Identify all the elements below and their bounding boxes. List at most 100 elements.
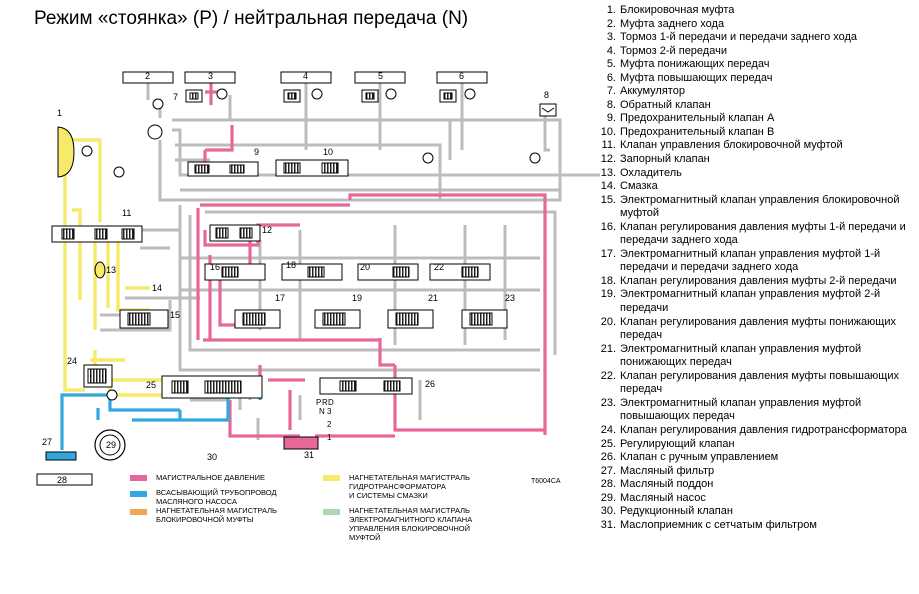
selector-position: 2: [327, 420, 332, 429]
legend-item-number: 7.: [606, 85, 616, 98]
legend-item: 16.Клапан регулирования давления муфты 1…: [598, 221, 916, 248]
diagram-number-18: 18: [286, 260, 296, 270]
reverse-clutch-box: [122, 71, 174, 84]
legend-item: 12.Запорный клапан: [598, 153, 916, 167]
legend-item: 13. Охладитель: [598, 167, 916, 181]
accumulator: [185, 89, 203, 103]
legend-item: 5.Муфта понижающих передач: [598, 58, 916, 72]
legend-item-number: 22.: [600, 369, 616, 382]
legend-item-text: Электромагнитный клапан управления блоки…: [620, 193, 900, 220]
legend-item: 20.Клапан регулирования давления муфты п…: [598, 316, 916, 343]
diagram-number-11: 11: [122, 208, 131, 218]
legend-item-number: 14.: [600, 180, 616, 193]
legend-item-number: 11.: [601, 139, 616, 152]
legend-item: 21.Электромагнитный клапан управления му…: [598, 343, 916, 370]
legend-item-number: 9.: [606, 112, 616, 125]
legend-item-number: 10.: [600, 125, 616, 138]
legend-item: 6.Муфта повышающих передач: [598, 72, 916, 86]
diagram-number-10: 10: [323, 147, 333, 157]
legend-item-number: 1.: [606, 4, 616, 16]
diagram-number-16: 16: [210, 262, 220, 272]
cooler-shape: [94, 261, 106, 279]
legend-item-number: 6.: [606, 71, 616, 84]
legend-item-number: 26.: [600, 451, 616, 464]
selector-position: 1: [327, 433, 332, 442]
legend-item-text: Предохранительный клапан B: [620, 125, 775, 138]
legend-item-text: Маслоприемник с сетчатым фильтром: [620, 518, 817, 531]
diagram-number-4: 4: [303, 71, 308, 81]
spool-valves: [45, 159, 508, 461]
clutch-boxes: [36, 71, 488, 486]
low-reverse-brake-box: [184, 71, 236, 84]
legend-item: 1.Блокировочная муфта: [598, 4, 916, 18]
legend-item-text: Клапан с ручным управлением: [620, 451, 779, 464]
legend-item-number: 18.: [600, 274, 616, 287]
legend-item-text: Электромагнитный клапан управления муфто…: [620, 396, 862, 423]
diagram-number-19: 19: [352, 293, 362, 303]
legend-item: 24. Клапан регулирования давления гидротр…: [598, 424, 916, 438]
key-converter: НАГНЕТАТЕЛЬНАЯ МАГИСТРАЛЬ ГИДРОТРАНСФОРМ…: [349, 473, 470, 500]
diagram-number-20: 20: [360, 262, 370, 272]
legend-item: 28. Масляный поддон: [598, 478, 916, 492]
lockup-clutch-shape: [57, 126, 75, 178]
accumulators: [185, 89, 457, 103]
orifice-circles: [81, 88, 541, 401]
legend-item-text: Охладитель: [620, 166, 682, 179]
second-brake-box: [280, 71, 332, 84]
legend-item-number: 5.: [606, 58, 616, 71]
diagram-number-25: 25: [146, 380, 156, 390]
key-lockup: НАГНЕТАТЕЛЬНАЯ МАГИСТРАЛЬ БЛОКИРОВОЧНОЙ …: [156, 506, 277, 524]
legend-item-text: Запорный клапан: [620, 153, 710, 166]
legend-item-text: Масляный насос: [620, 491, 706, 504]
oil-pump: [94, 429, 126, 461]
legend-item-number: 13.: [600, 166, 616, 179]
legend-item: 22. Клапан регулирования давления муфты п…: [598, 370, 916, 397]
figure-code: T6004CA: [531, 478, 561, 485]
selector-position: D: [328, 398, 334, 407]
legend-item-number: 29.: [600, 491, 616, 504]
legend-item-text: Клапан управления блокировочной муфтой: [620, 139, 843, 152]
diagram-number-22: 22: [434, 262, 444, 272]
legend-item-text: Предохранительный клапан A: [620, 112, 775, 125]
diagram-number-29: 29: [106, 440, 116, 450]
overdrive-clutch-box: [436, 71, 488, 84]
diagram-number-7: 7: [173, 92, 178, 102]
legend-item: 26. Клапан с ручным управлением: [598, 451, 916, 465]
diagram-number-14: 14: [152, 283, 162, 293]
legend-item-text: Масляный поддон: [620, 478, 714, 491]
legend-item-number: 4.: [606, 44, 616, 57]
page-title: Режим «стоянка» (P) / нейтральная переда…: [34, 8, 469, 29]
legend-item-text: Обратный клапан: [620, 98, 711, 111]
check-valve: [539, 103, 557, 117]
diagram-number-8: 8: [544, 90, 549, 100]
swatch-main-pressure: [130, 475, 147, 481]
legend-item-text: Клапан регулирования давления гидротранс…: [620, 423, 907, 436]
legend-item: 25.Регулирующий клапан: [598, 438, 916, 452]
selector-position: N: [319, 407, 325, 416]
legend-item: 7. Аккумулятор: [598, 85, 916, 99]
diagram-number-3: 3: [208, 71, 213, 81]
legend-item-number: 25.: [600, 437, 616, 450]
legend-item-number: 20.: [600, 315, 616, 328]
diagram-number-1: 1: [57, 108, 62, 118]
swatch-solenoid: [323, 509, 340, 515]
diagram-number-31: 31: [304, 450, 314, 460]
legend-item: 23. Электромагнитный клапан управления му…: [598, 397, 916, 424]
diagram-number-27: 27: [42, 437, 52, 447]
selector-position: R: [322, 398, 328, 407]
legend-item-text: Муфта заднего хода: [620, 17, 725, 30]
selector-position: P: [316, 398, 321, 407]
legend-item-number: 28.: [600, 478, 616, 491]
legend-item-text: Редукционный клапан: [620, 505, 733, 518]
legend-item-number: 24.: [600, 423, 616, 436]
legend-item-text: Клапан регулирования давления муфты повы…: [620, 369, 900, 396]
legend-item: 14.Смазка: [598, 180, 916, 194]
legend-item-text: Аккумулятор: [620, 85, 685, 98]
legend-item: 10. Предохранительный клапан B: [598, 126, 916, 140]
legend-item-number: 27.: [600, 464, 616, 477]
oil-pan-box: [36, 473, 93, 486]
legend-item-number: 23.: [600, 396, 616, 409]
legend-item: 8.Обратный клапан: [598, 99, 916, 113]
